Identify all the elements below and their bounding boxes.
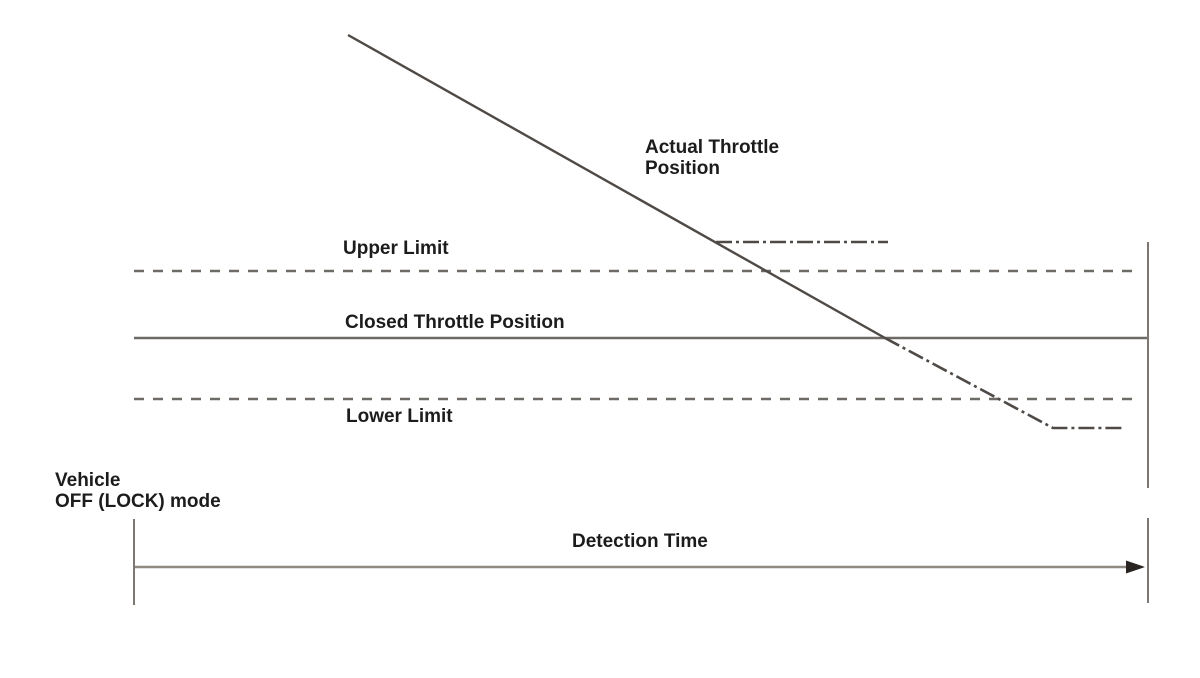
upper-limit-label: Upper Limit: [343, 238, 449, 259]
actual-throttle-trace: [347, 33, 886, 340]
actual-throttle-trace-dashdot-continuation: [884, 336, 1122, 430]
lower-limit-label: Lower Limit: [346, 406, 453, 427]
closed-throttle-position-label: Closed Throttle Position: [345, 312, 565, 333]
detection-time-label: Detection Time: [572, 531, 708, 552]
right-arrowhead-icon: [1126, 560, 1145, 574]
vehicle-off-mode-label: Vehicle OFF (LOCK) mode: [55, 470, 221, 512]
actual-throttle-position-label: Actual Throttle Position: [645, 137, 780, 179]
